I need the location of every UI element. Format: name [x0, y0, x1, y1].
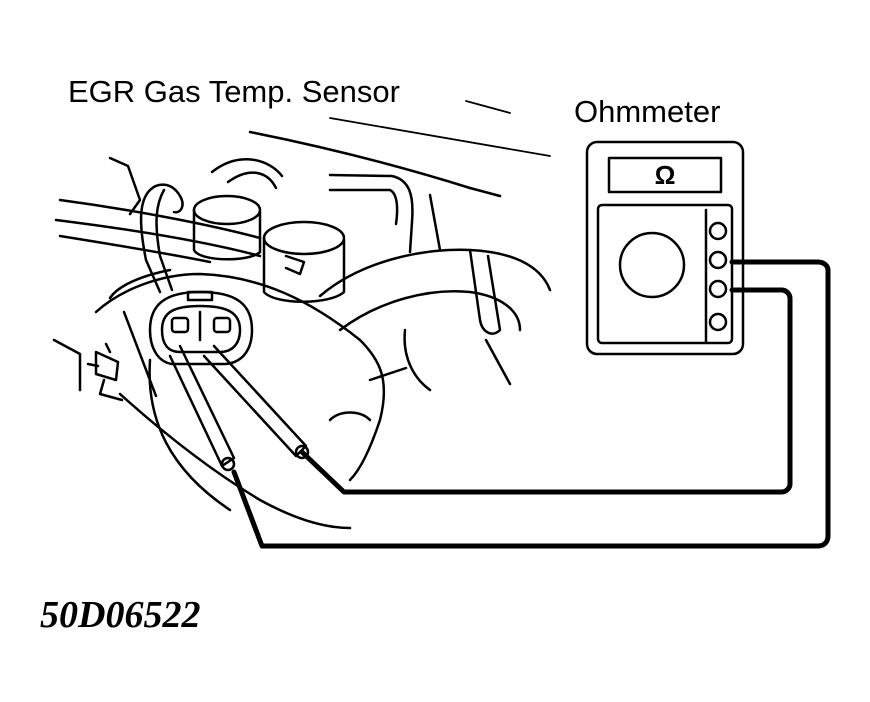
figure-code: 50D06522: [40, 594, 201, 636]
meter-wires: [231, 259, 831, 549]
sensor-harness: [139, 183, 306, 294]
intake-hose: [94, 268, 386, 530]
sensor-label: EGR Gas Temp. Sensor: [68, 74, 400, 109]
engine-background: [52, 130, 552, 392]
ohmmeter-label: Ohmmeter: [574, 94, 721, 129]
sensor-connector: [148, 290, 254, 366]
hose-clamp: [86, 342, 124, 402]
ohmmeter: Ω: [585, 140, 745, 356]
sensor-leader-lines: [329, 100, 551, 157]
ohm-icon: Ω: [655, 160, 676, 190]
